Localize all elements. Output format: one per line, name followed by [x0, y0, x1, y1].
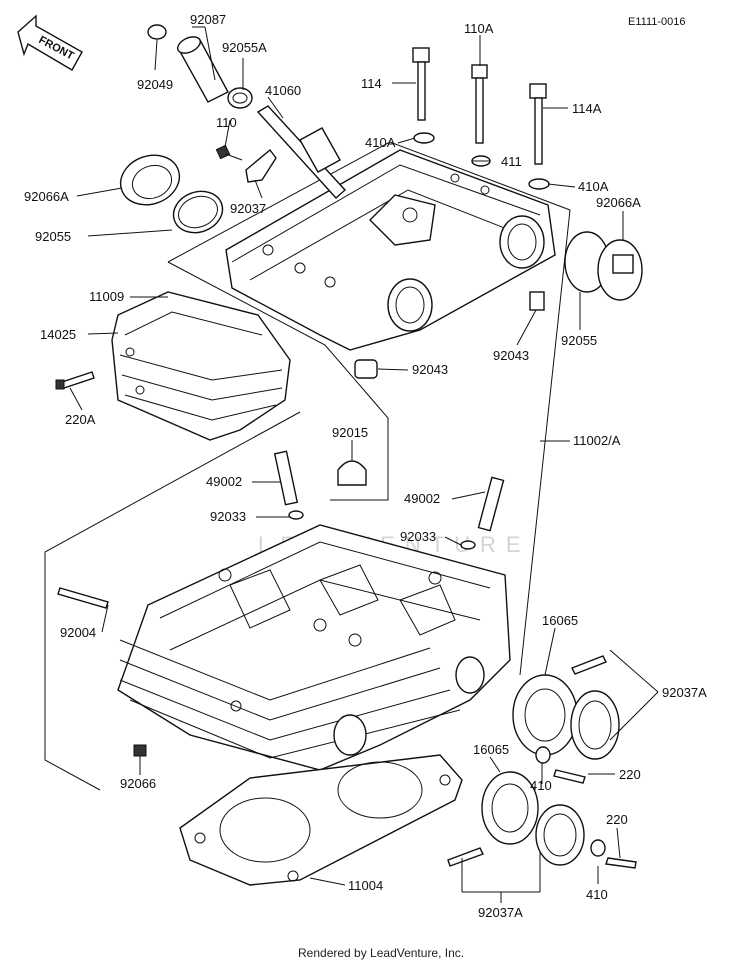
washer-410-right — [535, 746, 551, 764]
callout-411: 411 — [501, 154, 522, 169]
cap-nut-part — [337, 460, 367, 486]
boundary-line-upper2 — [167, 261, 389, 501]
callout-92043-right: 92043 — [493, 348, 529, 363]
screw-220-bottom — [605, 857, 637, 869]
valve-guide-left — [273, 450, 304, 520]
callout-92033-left: 92033 — [210, 509, 246, 524]
callout-11009: 11009 — [89, 289, 124, 304]
shaft-part — [256, 105, 346, 199]
callout-220-right: 220 — [619, 767, 641, 782]
callout-220-bottom: 220 — [606, 812, 628, 827]
callout-11004: 11004 — [348, 878, 383, 893]
boundary-line-lower — [44, 411, 301, 791]
callout-11002a: 11002/A — [573, 433, 621, 448]
front-arrow-icon: FRONT — [17, 14, 83, 71]
callout-49002-right: 49002 — [404, 491, 440, 506]
callout-41060: 41060 — [265, 83, 301, 98]
callout-114a: 114A — [572, 101, 602, 116]
oil-pipe-part — [147, 24, 253, 109]
callout-92037: 92037 — [230, 201, 266, 216]
bolt-220a-part — [55, 371, 95, 390]
screw-220-right — [553, 769, 586, 784]
callout-14025: 14025 — [40, 327, 76, 342]
head-cover-part — [111, 291, 291, 441]
callout-410a-left: 410A — [365, 135, 396, 150]
dowel-92043-center — [354, 359, 378, 379]
screw-92037a-upper — [571, 655, 607, 675]
dowel-92043-right — [529, 291, 545, 311]
callout-114: 114 — [361, 76, 382, 91]
callout-92015: 92015 — [332, 425, 368, 440]
callout-110: 110 — [216, 115, 237, 130]
cylinder-head-part — [117, 524, 511, 771]
boundary-line-upper — [167, 141, 571, 676]
footer-credit: Rendered by LeadVenture, Inc. — [298, 946, 464, 960]
leader-lines — [69, 26, 659, 903]
screw-92037a-lower — [447, 847, 484, 867]
callout-410-bottom: 410 — [586, 887, 608, 902]
bolt-110-part — [215, 144, 277, 183]
diagram-code: E1111-0016 — [628, 16, 686, 28]
plug-92066-part — [133, 744, 147, 757]
callout-92037a-bottom: 92037A — [478, 905, 523, 920]
seal-92066a-left — [119, 154, 224, 234]
stud-92004-part — [57, 587, 109, 609]
callout-92004: 92004 — [60, 625, 96, 640]
callout-92043-center: 92043 — [412, 362, 448, 377]
callout-92066a-left: 92066A — [24, 189, 69, 204]
seal-92066a-right — [564, 231, 643, 301]
callout-labels: 92087 92055A 92049 41060 110 92037 92066… — [24, 12, 707, 920]
callout-92055-left: 92055 — [35, 229, 71, 244]
rocker-case-part — [225, 149, 556, 351]
callout-92066: 92066 — [120, 776, 156, 791]
callout-410a-right: 410A — [578, 179, 609, 194]
valve-guide-right — [460, 476, 505, 550]
intake-holder-lower — [481, 771, 585, 866]
callout-410-right: 410 — [530, 778, 552, 793]
callout-92055-right: 92055 — [561, 333, 597, 348]
intake-holder-upper — [512, 674, 620, 760]
callout-110a: 110A — [464, 21, 494, 36]
callout-49002-left: 49002 — [206, 474, 242, 489]
callout-92037a-right: 92037A — [662, 685, 707, 700]
head-gasket-part — [179, 754, 463, 886]
washer-410-bottom — [590, 839, 606, 857]
callout-16065-top: 16065 — [542, 613, 578, 628]
bolts-114-group — [412, 47, 550, 190]
callout-220a: 220A — [65, 412, 96, 427]
callout-92066a-right: 92066A — [596, 195, 641, 210]
callout-92049: 92049 — [137, 77, 173, 92]
callout-16065-bottom: 16065 — [473, 742, 509, 757]
callout-92055a: 92055A — [222, 40, 267, 55]
callout-92087: 92087 — [190, 12, 226, 27]
callout-92033-right: 92033 — [400, 529, 436, 544]
